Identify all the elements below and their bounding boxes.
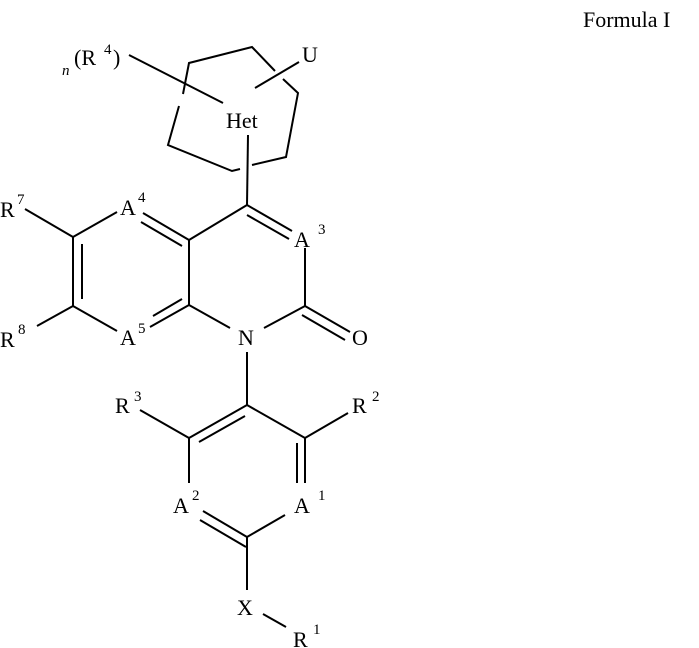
formula-title: Formula I [583, 7, 670, 32]
a4-c4a-double [140, 221, 183, 247]
svg-text:(R: (R [74, 45, 96, 70]
svg-text:R: R [0, 197, 15, 222]
c4-a1-bond [246, 514, 286, 538]
svg-text:4: 4 [104, 42, 112, 58]
a4-c4a-bond [142, 212, 190, 241]
c7-a4-bond [72, 211, 118, 238]
a3-label: A 3 [294, 222, 326, 252]
r2-label: R 2 [352, 389, 380, 418]
a2-c4-double [199, 519, 247, 548]
c8a-n-bond [188, 304, 231, 329]
het-c4-bond [246, 134, 249, 206]
r8-label: R 8 [0, 322, 26, 352]
het-ring-bond-top [182, 45, 276, 95]
a2-c4-bond [202, 510, 248, 538]
c1-c6-bond [188, 404, 248, 439]
svg-text:2: 2 [372, 389, 380, 405]
svg-text:4: 4 [138, 190, 146, 206]
svg-text:): ) [113, 45, 120, 70]
svg-text:5: 5 [138, 321, 146, 337]
het-ring-bond-right [251, 78, 300, 166]
c8a-a5-bond [149, 304, 190, 328]
c2-n-bond [263, 305, 306, 329]
r3-bond [139, 409, 190, 439]
c8a-a5-double [152, 298, 183, 317]
svg-text:R: R [293, 627, 308, 648]
c4-a3-double [246, 214, 290, 240]
c4a-c4-bond [188, 204, 248, 241]
svg-text:R: R [0, 327, 15, 352]
c2-o-bond [304, 305, 351, 333]
r3-label: R 3 [115, 389, 142, 418]
svg-text:1: 1 [313, 622, 321, 638]
o-label: O [352, 325, 368, 350]
r1-label: R 1 [293, 622, 321, 648]
r2-bond [304, 412, 349, 439]
svg-text:R: R [115, 393, 130, 418]
r8-bond [36, 305, 74, 327]
svg-text:A: A [294, 227, 310, 252]
svg-text:A: A [120, 195, 136, 220]
r4-bond [128, 54, 224, 104]
svg-text:7: 7 [17, 192, 25, 208]
r7-label: R 7 [0, 192, 25, 222]
n-label: N [238, 325, 254, 350]
svg-text:8: 8 [18, 322, 26, 338]
svg-text:3: 3 [318, 222, 326, 238]
x-label: X [237, 595, 253, 620]
svg-text:1: 1 [318, 488, 326, 504]
c1-c6-double [198, 415, 246, 443]
x-r1-bond [262, 613, 287, 628]
svg-text:A: A [294, 493, 310, 518]
a2-label: A 2 [173, 488, 200, 518]
svg-text:A: A [120, 325, 136, 350]
svg-text:2: 2 [192, 488, 200, 504]
bicyclic-core [24, 204, 351, 341]
r4-group-label: n (R 4 ) [62, 42, 120, 79]
het-ring-bond-left [166, 105, 241, 173]
het-ring [166, 45, 300, 173]
aryl-ring [139, 404, 349, 628]
a1-label: A 1 [294, 488, 326, 518]
u-label: U [302, 42, 318, 67]
c4-a3-bond [246, 204, 293, 232]
svg-text:R: R [352, 393, 367, 418]
r7-bond [24, 208, 74, 238]
c2-o-double [301, 314, 346, 341]
het-label: Het [226, 108, 258, 133]
svg-text:n: n [62, 63, 70, 79]
u-bond [254, 61, 300, 89]
c1-c2-bond [246, 404, 306, 439]
a4-label: A 4 [120, 190, 146, 220]
svg-text:3: 3 [134, 389, 142, 405]
c8-a5-bond [72, 305, 118, 332]
a5-label: A 5 [120, 321, 146, 350]
svg-text:A: A [173, 493, 189, 518]
